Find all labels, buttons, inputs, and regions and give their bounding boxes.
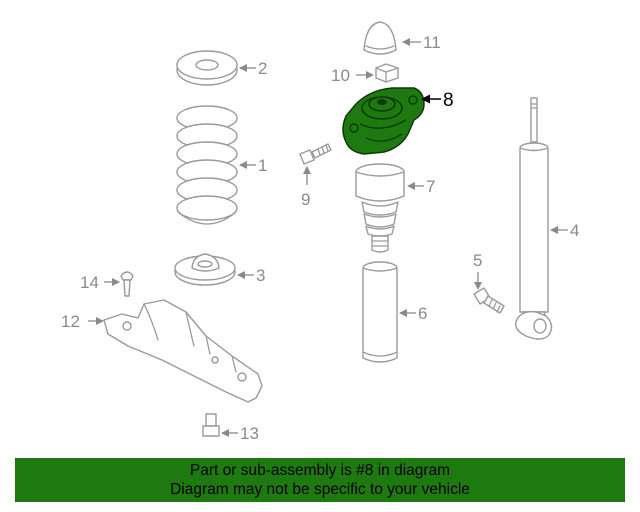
part-11-dust-cap[interactable] xyxy=(363,21,397,55)
callout-label-14: 14 xyxy=(80,273,99,292)
callout-label-7: 7 xyxy=(426,177,435,196)
part-6-sleeve[interactable] xyxy=(362,261,398,363)
callout-label-9: 9 xyxy=(301,190,310,209)
callout-label-1: 1 xyxy=(258,156,267,175)
part-7-bump-stop[interactable] xyxy=(355,163,405,253)
part-4-shock-absorber[interactable] xyxy=(515,97,553,340)
parts-diagram: 1 2 3 4 5 6 7 8 9 10 11 12 13 14 xyxy=(61,21,579,443)
callout-label-6: 6 xyxy=(418,304,427,323)
callout-label-4: 4 xyxy=(570,221,579,240)
part-5-bolt[interactable] xyxy=(473,287,505,314)
banner-line-disclaimer: Diagram may not be specific to your vehi… xyxy=(170,481,470,498)
info-banner: Part or sub-assembly is #8 in diagram Di… xyxy=(15,458,625,502)
banner-line-part: Part or sub-assembly is #8 in diagram xyxy=(189,462,451,479)
callout-label-2: 2 xyxy=(258,59,267,78)
part-9-bolt[interactable] xyxy=(299,143,332,165)
part-1-coil-spring[interactable] xyxy=(176,105,238,225)
part-8-strut-mount[interactable] xyxy=(342,87,425,155)
callout-label-13: 13 xyxy=(240,424,259,443)
part-3-lower-spring-seat[interactable] xyxy=(174,253,236,286)
callout-label-3: 3 xyxy=(256,266,265,285)
callout-label-11: 11 xyxy=(423,33,441,52)
part-10-nut[interactable] xyxy=(375,63,399,83)
callout-label-8: 8 xyxy=(443,90,454,111)
part-2-spring-seat[interactable] xyxy=(176,50,238,86)
callout-label-5: 5 xyxy=(473,251,482,270)
callout-label-12: 12 xyxy=(61,312,80,331)
callout-label-10: 10 xyxy=(331,66,350,85)
part-13-bolt[interactable] xyxy=(202,413,220,437)
part-12-bracket[interactable] xyxy=(103,299,263,403)
part-14-clip[interactable] xyxy=(120,271,134,297)
